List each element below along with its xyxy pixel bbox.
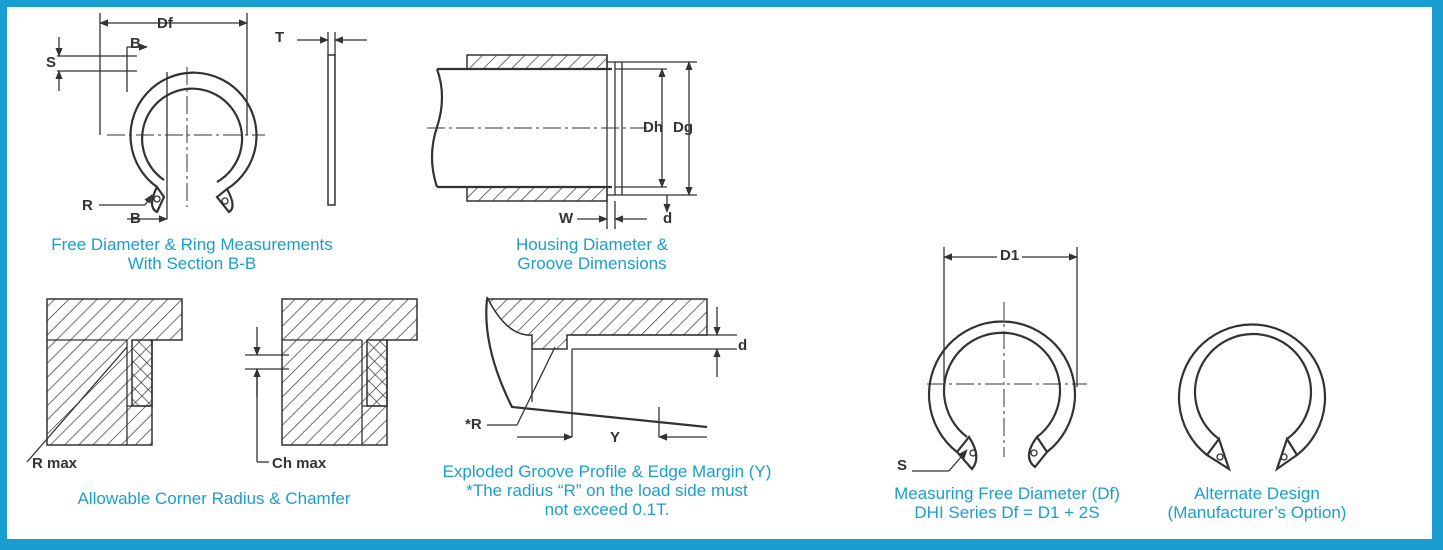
label-t: T (275, 29, 285, 46)
label-d1: D1 (997, 247, 1023, 264)
caption-line: Housing Diameter & (515, 235, 669, 254)
label-d-housing: d (663, 210, 673, 227)
label-s: S (46, 54, 57, 71)
label-b-top: B (130, 35, 141, 52)
caption-line: Allowable Corner Radius & Chamfer (77, 489, 351, 508)
figure-corner-radius (26, 298, 418, 463)
caption-alternate: Alternate Design (Manufacturer’s Option) (1157, 484, 1357, 522)
caption-line: Groove Dimensions (517, 254, 667, 273)
figure-measuring-ring (912, 247, 1087, 472)
figure-alternate-ring (1177, 323, 1327, 472)
caption-line: With Section B-B (127, 254, 257, 273)
label-d-profile: d (738, 337, 748, 354)
label-r-max: R max (32, 455, 78, 472)
caption-line: DHI Series Df = D1 + 2S (914, 503, 1100, 522)
caption-line: Free Diameter & Ring Measurements (51, 235, 333, 254)
figure-ring-thickness (297, 32, 367, 206)
label-s-measure: S (897, 457, 908, 474)
label-r-star: *R (465, 416, 482, 433)
caption-line: (Manufacturer’s Option) (1167, 503, 1347, 522)
figure-groove-profile (485, 296, 737, 441)
caption-line: Exploded Groove Profile & Edge Margin (Y… (442, 462, 772, 481)
caption-line: *The radius “R” on the load side must (466, 481, 748, 500)
caption-groove-profile: Exploded Groove Profile & Edge Margin (Y… (407, 462, 807, 519)
diagram-panel: Df B S R B T Dh Dg W d R max Ch max *R Y… (7, 7, 1432, 539)
caption-housing: Housing Diameter & Groove Dimensions (482, 235, 702, 273)
label-dg: Dg (673, 119, 693, 136)
label-y: Y (610, 429, 621, 446)
caption-measuring: Measuring Free Diameter (Df) DHI Series … (867, 484, 1147, 522)
caption-line: not exceed 0.1T. (544, 500, 670, 519)
figure-housing (427, 54, 697, 229)
caption-corner: Allowable Corner Radius & Chamfer (49, 489, 379, 508)
caption-line: Measuring Free Diameter (Df) (894, 484, 1120, 503)
caption-line: Alternate Design (1194, 484, 1320, 503)
label-w: W (559, 210, 574, 227)
label-ch-max: Ch max (272, 455, 327, 472)
figure-free-ring (55, 13, 265, 223)
caption-free-diameter: Free Diameter & Ring Measurements With S… (32, 235, 352, 273)
label-r: R (82, 197, 93, 214)
label-df: Df (157, 15, 173, 32)
label-dh: Dh (643, 119, 663, 136)
technical-drawing (26, 13, 1327, 472)
label-b-bottom: B (130, 210, 141, 227)
